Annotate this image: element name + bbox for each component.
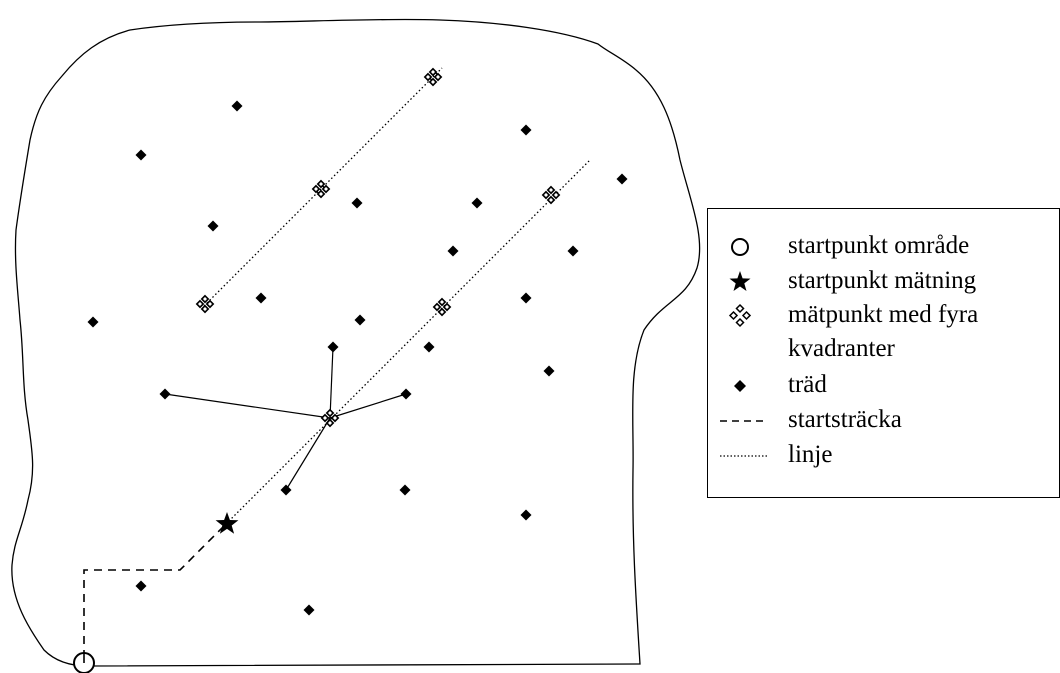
dotted-line-icon (720, 455, 768, 457)
legend-item-measurement-point: mätpunkt med fyra kvadranter (708, 298, 1059, 368)
measurement-point-marker (423, 67, 443, 87)
measurement-point-marker (195, 294, 215, 314)
start-point-area-circle (73, 652, 95, 673)
measurement-point-marker (541, 185, 561, 205)
tree-marker (616, 173, 628, 185)
legend-label-start-stretch: startsträcka (788, 406, 902, 433)
tree-marker (87, 316, 99, 328)
tree-marker (520, 509, 532, 521)
trees (87, 100, 628, 616)
tree-marker (567, 245, 579, 257)
tree-marker (303, 604, 315, 616)
legend-item-start-stretch: startsträcka (708, 403, 1059, 439)
tree-marker (423, 341, 435, 353)
tree-marker (207, 220, 219, 232)
measurement-line-main (225, 159, 591, 525)
legend-label-line: linje (788, 441, 833, 468)
legend-item-start-measurement: startpunkt mätning (708, 264, 1059, 300)
tree-marker (520, 292, 532, 304)
tree-marker (520, 124, 532, 136)
start-stretch-dashed (83, 523, 227, 658)
tree-marker (354, 314, 366, 326)
legend-item-tree: träd (708, 368, 1059, 404)
legend-item-start-area: startpunkt område (708, 229, 1059, 265)
tree-marker (231, 100, 243, 112)
tree-marker (400, 388, 412, 400)
legend-item-line: linje (708, 438, 1059, 474)
legend-label-start-measurement: startpunkt mätning (788, 267, 977, 294)
measurement-point-marker (432, 297, 452, 317)
tree-marker (351, 197, 363, 209)
area-boundary (11, 18, 701, 667)
legend-label-tree: träd (788, 371, 827, 398)
tree-marker (159, 388, 171, 400)
legend-label-measurement-point-line2: kvadranter (788, 335, 895, 362)
legend-label-measurement-point: mätpunkt med fyra (788, 301, 979, 328)
open-circle-icon (731, 238, 749, 256)
filled-diamond-icon (734, 380, 746, 392)
measurement-points (195, 67, 561, 428)
tree-marker (447, 245, 459, 257)
legend: startpunkt område startpunkt mätning mät… (707, 208, 1060, 498)
tree-marker (327, 341, 339, 353)
quadrant-tree-lines (164, 346, 407, 491)
star-icon (729, 271, 751, 291)
measurement-point-marker (311, 179, 331, 199)
tree-marker (543, 365, 555, 377)
legend-label-start-area: startpunkt område (788, 232, 970, 259)
dashed-line-icon (720, 420, 768, 422)
tree-marker (135, 149, 147, 161)
four-diamond-cluster-icon (728, 303, 752, 328)
measurement-line-upper (203, 67, 443, 307)
start-point-measurement-star (215, 512, 239, 534)
measurement-point-marker (320, 408, 340, 428)
tree-marker (135, 580, 147, 592)
tree-marker (280, 484, 292, 496)
tree-marker (255, 292, 267, 304)
tree-marker (399, 484, 411, 496)
tree-marker (471, 197, 483, 209)
